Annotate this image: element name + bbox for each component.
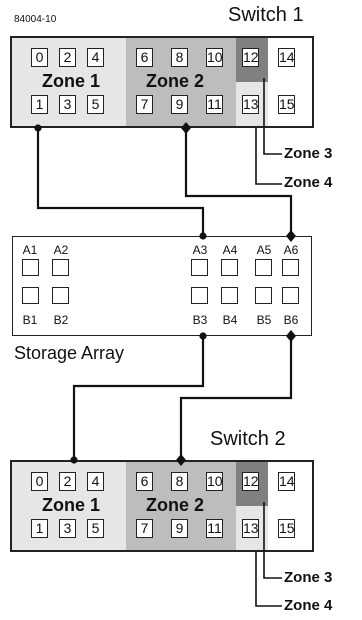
- port-7[interactable]: 7: [136, 95, 153, 114]
- cable-b3-to-sw2-p2: [72, 336, 205, 460]
- port-1[interactable]: 1: [31, 95, 48, 114]
- array-port-b2[interactable]: [52, 287, 69, 304]
- zone-1-label: Zone 1: [42, 71, 101, 91]
- port-label-a5: A5: [256, 243, 272, 257]
- port-label-b2: B2: [53, 313, 69, 327]
- port-label-a6: A6: [283, 243, 299, 257]
- array-port-a4[interactable]: [221, 259, 238, 276]
- port-8[interactable]: 8: [171, 48, 188, 67]
- port-10[interactable]: 10: [206, 472, 223, 491]
- array-port-a6[interactable]: [282, 259, 299, 276]
- port-3[interactable]: 3: [59, 519, 76, 538]
- port-14[interactable]: 14: [278, 48, 295, 67]
- port-8[interactable]: 8: [171, 472, 188, 491]
- zone-4-leader-sw1: [255, 128, 282, 185]
- port-label-b4: B4: [222, 313, 238, 327]
- cable-b6-to-sw2-p8: [179, 336, 293, 460]
- port-14[interactable]: 14: [278, 472, 295, 491]
- port-label-b3: B3: [192, 313, 208, 327]
- port-6[interactable]: 6: [136, 472, 153, 491]
- port-9[interactable]: 9: [171, 519, 188, 538]
- array-port-b4[interactable]: [221, 287, 238, 304]
- switch-1-title: Switch 1: [228, 4, 304, 26]
- zone-3-leader-sw1: [263, 78, 282, 155]
- array-port-a1[interactable]: [22, 259, 39, 276]
- port-10[interactable]: 10: [206, 48, 223, 67]
- port-4[interactable]: 4: [87, 472, 104, 491]
- zone-4-leader-sw2: [255, 552, 282, 607]
- port-5[interactable]: 5: [87, 95, 104, 114]
- switch-1-zone-4-callout: Zone 4: [284, 174, 333, 191]
- storage-array: A1 A2 A3 A4 A5 A6 B1 B2 B3 B4 B5 B6: [12, 236, 312, 336]
- port-0[interactable]: 0: [31, 48, 48, 67]
- port-5[interactable]: 5: [87, 519, 104, 538]
- array-port-b1[interactable]: [22, 287, 39, 304]
- connector-dot-b3: [199, 332, 207, 340]
- port-12[interactable]: 12: [242, 48, 259, 67]
- zone-2-label: Zone 2: [146, 71, 205, 91]
- connector-dot-a3: [199, 232, 207, 240]
- port-12[interactable]: 12: [242, 472, 259, 491]
- port-0[interactable]: 0: [31, 472, 48, 491]
- cable-sw1-p9-to-a6: [184, 128, 293, 236]
- connector-diamond-b6: [286, 330, 296, 342]
- connector-diamond-sw1-p9: [181, 122, 191, 134]
- port-6[interactable]: 6: [136, 48, 153, 67]
- array-port-b6[interactable]: [282, 287, 299, 304]
- port-2[interactable]: 2: [59, 48, 76, 67]
- port-15[interactable]: 15: [278, 519, 295, 538]
- port-15[interactable]: 15: [278, 95, 295, 114]
- switch-1-zone-3-callout: Zone 3: [284, 145, 333, 162]
- array-port-b3[interactable]: [191, 287, 208, 304]
- port-4[interactable]: 4: [87, 48, 104, 67]
- port-9[interactable]: 9: [171, 95, 188, 114]
- port-label-b6: B6: [283, 313, 299, 327]
- port-13[interactable]: 13: [242, 519, 259, 538]
- port-2[interactable]: 2: [59, 472, 76, 491]
- switch-2-zone-4-callout: Zone 4: [284, 597, 333, 614]
- connector-dot-sw1-p1: [34, 124, 42, 132]
- switch-2-title: Switch 2: [210, 428, 286, 450]
- connector-diamond-sw2-p8: [176, 454, 186, 466]
- port-11[interactable]: 11: [206, 95, 223, 114]
- port-label-a1: A1: [22, 243, 38, 257]
- figure-id: 84004-10: [14, 14, 57, 25]
- port-label-a3: A3: [192, 243, 208, 257]
- port-label-a4: A4: [222, 243, 238, 257]
- port-7[interactable]: 7: [136, 519, 153, 538]
- cable-sw1-p1-to-a3: [36, 128, 205, 236]
- storage-array-title: Storage Array: [14, 343, 125, 363]
- port-label-a2: A2: [53, 243, 69, 257]
- connector-dot-sw2-p2: [70, 456, 78, 464]
- port-11[interactable]: 11: [206, 519, 223, 538]
- port-label-b5: B5: [256, 313, 272, 327]
- port-3[interactable]: 3: [59, 95, 76, 114]
- connector-diamond-a6: [286, 230, 296, 242]
- switch-2-zone-3-callout: Zone 3: [284, 569, 333, 586]
- port-1[interactable]: 1: [31, 519, 48, 538]
- port-label-b1: B1: [22, 313, 38, 327]
- array-port-a5[interactable]: [255, 259, 272, 276]
- zone-2-label: Zone 2: [146, 495, 205, 515]
- array-port-a3[interactable]: [191, 259, 208, 276]
- array-port-a2[interactable]: [52, 259, 69, 276]
- zone-1-label: Zone 1: [42, 495, 101, 515]
- port-13[interactable]: 13: [242, 95, 259, 114]
- array-port-b5[interactable]: [255, 287, 272, 304]
- zone-3-leader-sw2: [263, 502, 282, 579]
